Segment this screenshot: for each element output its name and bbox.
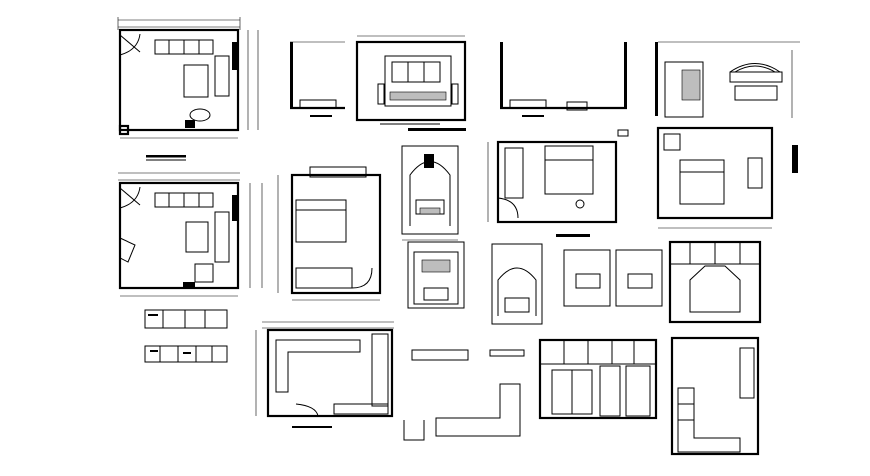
- living-room-plan-top: [117, 17, 259, 139]
- elevation-d: [655, 41, 800, 118]
- bedroom-plan-right: [656, 126, 798, 229]
- living-room-plan-bottom: [118, 172, 263, 297]
- bed-wall-elevation: [401, 145, 459, 241]
- wardrobe-elevation: [538, 338, 658, 420]
- corner-plan-right: [670, 336, 760, 456]
- counter-plan: [403, 349, 525, 441]
- elevation-c: [500, 42, 627, 117]
- bed-elevation-row: [407, 241, 663, 325]
- bedroom-plan-large: [487, 129, 629, 237]
- arch-elevation: [668, 240, 762, 324]
- title-bar: [146, 155, 186, 158]
- bedroom-plan-small: [277, 166, 382, 301]
- kitchen-plan: [255, 321, 394, 428]
- elevation-b: [355, 35, 467, 131]
- elevation-a: [290, 41, 345, 117]
- cabinet-elevation-strips: [144, 309, 228, 363]
